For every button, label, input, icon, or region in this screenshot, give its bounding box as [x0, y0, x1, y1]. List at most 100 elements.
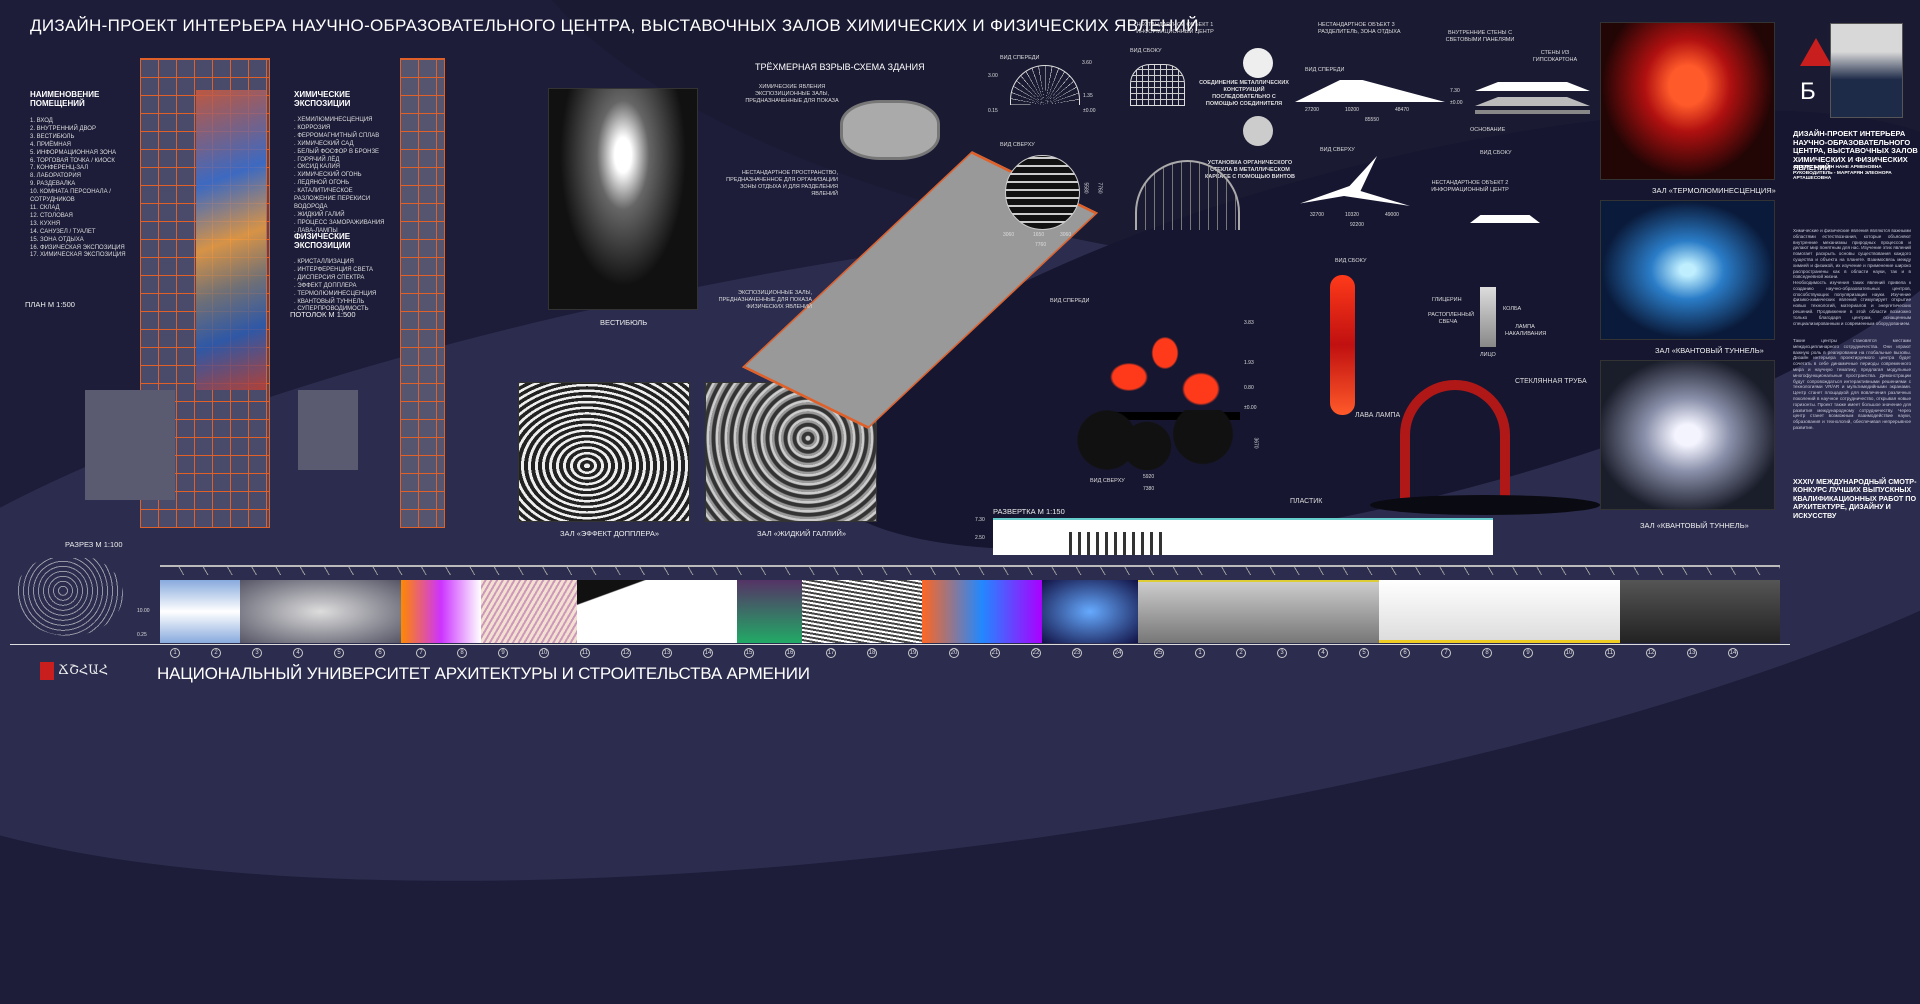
supervisor: РУКОВОДИТЕЛЬ - МАРГАРЯН ЭЛЕОНОРА АРТАШЕС…	[1793, 171, 1892, 181]
section-label: РАЗРЕЗ М 1:100	[65, 540, 123, 549]
list-item: . ИНТЕРФЕРЕНЦИЯ СВЕТА	[294, 266, 374, 273]
obj1-dim: 3060	[1003, 232, 1015, 238]
axis-marker: 13	[1687, 648, 1697, 658]
obj3-dim: 32700	[1310, 212, 1324, 218]
list-item: . ЖИДКИЙ ГАЛИЙ	[294, 211, 345, 218]
scheme-upper-layer	[840, 100, 940, 160]
axis-marker: 16	[785, 648, 795, 658]
gallium-label: ЗАЛ «ЖИДКИЙ ГАЛЛИЙ»	[757, 529, 847, 538]
plan-label: ПЛАН М 1:500	[25, 300, 75, 309]
tube-label: СТЕКЛЯННАЯ ТРУБА	[1515, 378, 1587, 385]
obj1-level: ±0.00	[1083, 108, 1096, 114]
obj3-title: НЕСТАНДАРТНОЕ ОБЪЕКТ 3 РАЗДЕЛИТЕЛЬ, ЗОНА…	[1318, 22, 1401, 35]
list-item: . КВАНТОВЫЙ ТУННЕЛЬ	[294, 298, 365, 305]
obj3-dim: 10320	[1345, 212, 1359, 218]
chem-list: . ХЕМИЛЮМИНЕСЦЕНЦИЯ. КОРРОЗИЯ. ФЕРРОМАГН…	[294, 117, 394, 236]
list-item: 2. ВНУТРЕННИЙ ДВОР	[30, 125, 96, 132]
obj1-title: НЕСТАНДАРТНОЕ ОБЪЕКТ 1 ИНФОРМАЦИОННЫЙ ЦЕ…	[1136, 22, 1214, 35]
obj2-front-view	[1105, 305, 1225, 425]
ceiling-courtyard	[298, 390, 358, 470]
list-item: . КАТАЛИТИЧЕСКОЕ РАЗЛОЖЕНИЕ ПЕРЕКИСИ ВОД…	[294, 188, 371, 210]
obj2-top-label: ВИД СВЕРХУ	[1090, 478, 1125, 484]
axis-marker: 21	[990, 648, 1000, 658]
obj3-dim: 48470	[1395, 107, 1409, 113]
lamp-diagram	[1480, 287, 1496, 347]
obj3-level: 7.30	[1450, 88, 1460, 94]
obj1-top-view	[1005, 155, 1080, 230]
section-level: 0.25	[137, 632, 147, 638]
obj3-top-label: ВИД СВЕРХУ	[1320, 147, 1355, 153]
list-item: 14. САНУЗЕЛ / ТУАЛЕТ	[30, 228, 96, 235]
courtyard	[85, 390, 175, 500]
ground-line	[10, 644, 1790, 645]
chem-heading: ХИМИЧЕСКИЕ ЭКСПОЗИЦИИ	[294, 90, 351, 108]
obj1-side-label: ВИД СБОКУ	[1130, 48, 1162, 54]
screw-detail-icon	[1243, 116, 1273, 146]
axis-marker: 8	[457, 648, 467, 658]
phys-heading: ФИЗИЧЕСКИЕ ЭКСПОЗИЦИИ	[294, 232, 351, 250]
roof-truss	[160, 565, 1780, 575]
list-item: . СУПЕРПРОВОДИМОСТЬ	[294, 306, 369, 313]
section-hall	[400, 580, 481, 643]
obj2-side-label: ВИД СБОКУ	[1335, 258, 1367, 264]
razv-level: 7.30	[975, 517, 985, 523]
axis-marker: 3	[1277, 648, 1287, 658]
list-item: . ХИМИЧЕСКИЙ ОГОНЬ	[294, 172, 362, 179]
section-hall	[1042, 580, 1139, 643]
contest-title: XXXIV МЕЖДУНАРОДНЫЙ СМОТР-КОНКУРС ЛУЧШИХ…	[1793, 477, 1917, 520]
list-item: 17. ХИМИЧЕСКАЯ ЭКСПОЗИЦИЯ	[30, 252, 126, 259]
axis-marker: 6	[375, 648, 385, 658]
obj3-base: ОСНОВАНИЕ	[1470, 127, 1506, 133]
obj3-side-label: ВИД СБОКУ	[1480, 150, 1512, 156]
list-item: . БЕЛЫЙ ФОСФОР В БРОНЗЕ	[294, 148, 380, 155]
ceiling-label: ПОТОЛОК М 1:500	[290, 310, 356, 319]
razv-label: РАЗВЕРТКА М 1:150	[993, 507, 1065, 516]
obj1-dim: 1650	[1033, 232, 1045, 238]
plastic-label: ПЛАСТИК	[1290, 498, 1323, 505]
university-logo-text: ՃՇՀԱՀ	[58, 663, 108, 678]
obj2-front-label: ВИД СПЕРЕДИ	[1050, 298, 1090, 304]
obj2-level: 3.83	[1244, 320, 1254, 326]
scheme-note-rest: НЕСТАНДАРТНОЕ ПРОСТРАНСТВО, ПРЕДНАЗНАЧЕН…	[726, 170, 838, 197]
list-item: . ЛАВА-ЛАМПЫ	[294, 227, 338, 234]
thermo-render	[1600, 22, 1775, 180]
list-item: . ЛЕДЯНОЙ ОГОНЬ	[294, 180, 350, 187]
centers-paragraph: Такие центры становятся местами междисци…	[1793, 338, 1911, 430]
author-photo	[1830, 23, 1903, 118]
obj3-dim: 85550	[1365, 117, 1379, 123]
axis-marker: 11	[580, 648, 590, 658]
obj1-level: 0.15	[988, 108, 998, 114]
obj3-layer-base	[1475, 110, 1590, 114]
axis-marker: 15	[744, 648, 754, 658]
tunnel2-label: ЗАЛ «КВАНТОВЫЙ ТУННЕЛЬ»	[1640, 521, 1749, 530]
obj2-level: 0.80	[1244, 385, 1254, 391]
axis-marker: 12	[1646, 648, 1656, 658]
obj1-level: 3.00	[988, 73, 998, 79]
axis-marker: 6	[1400, 648, 1410, 658]
razv-drawing	[993, 518, 1493, 555]
axis-marker: 24	[1113, 648, 1123, 658]
section-hall	[801, 580, 922, 643]
phys-legend: ФИЗИЧЕСКИЕ ЭКСПОЗИЦИИ . КРИСТАЛЛИЗАЦИЯ. …	[294, 232, 394, 314]
phys-list: . КРИСТАЛЛИЗАЦИЯ. ИНТЕРФЕРЕНЦИЯ СВЕТА. Д…	[294, 259, 394, 314]
chem-legend: ХИМИЧЕСКИЕ ЭКСПОЗИЦИИ . ХЕМИЛЮМИНЕСЦЕНЦИ…	[294, 90, 394, 236]
razv-level: 2.50	[975, 535, 985, 541]
university-name: НАЦИОНАЛЬНЫЙ УНИВЕРСИТЕТ АРХИТЕКТУРЫ И С…	[157, 664, 810, 683]
axis-marker: 14	[703, 648, 713, 658]
section-hall	[1619, 580, 1780, 643]
axis-marker: 5	[1359, 648, 1369, 658]
axis-marker: 8	[1482, 648, 1492, 658]
axis-marker: 22	[1031, 648, 1041, 658]
trees-illustration	[15, 558, 123, 636]
axis-marker: 19	[908, 648, 918, 658]
obj3-dim: 92200	[1350, 222, 1364, 228]
obj2-level: ±0.00	[1244, 405, 1257, 411]
lava-arch-render	[1400, 380, 1510, 510]
axis-marker: 17	[826, 648, 836, 658]
list-item: . ДИСПЕРСИЯ СПЕКТРА	[294, 274, 365, 281]
necessity-paragraph: Необходимость изучения таких явлений при…	[1793, 280, 1911, 326]
tunnel2-render	[1600, 360, 1775, 510]
axis-marker: 9	[1523, 648, 1533, 658]
axis-marker: 1	[1195, 648, 1205, 658]
